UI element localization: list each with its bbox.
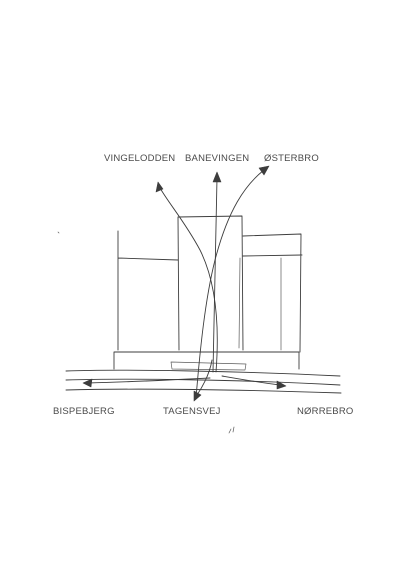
arrowhead-norrebro — [276, 380, 287, 390]
road-edge-top — [65, 369, 341, 377]
label-tagensvej: TAGENSVEJ — [163, 406, 221, 417]
building-massing — [113, 215, 303, 371]
arrowhead-bispebjerg — [82, 378, 93, 388]
arrowhead-vingelodden — [155, 181, 164, 193]
label-bispebjerg: BISPEBJERG — [53, 406, 115, 417]
building-podium — [113, 351, 300, 370]
arrow-path-norrebro — [221, 375, 281, 386]
label-osterbro: ØSTERBRO — [264, 153, 319, 164]
arrow-path-bispebjerg — [87, 377, 211, 384]
arrowhead-tagensvej — [193, 390, 202, 402]
road-tagensvej — [65, 369, 342, 394]
front-platform — [170, 361, 247, 371]
road-edge-middle — [65, 378, 341, 386]
building-left-block — [117, 230, 179, 351]
arrow-path-tagensvej — [196, 359, 213, 396]
arrowhead-banevingen — [212, 171, 222, 183]
stray-dot — [57, 231, 60, 234]
road-edge-bottom — [65, 388, 342, 394]
arrow-path-vingelodden — [159, 187, 218, 373]
building-inner-line-left — [238, 257, 241, 349]
movement-arrows — [82, 165, 287, 402]
label-banevingen: BANEVINGEN — [185, 153, 249, 164]
label-vingelodden: VINGELODDEN — [104, 153, 175, 164]
arrow-path-banevingen — [212, 177, 218, 373]
building-central-tower — [177, 215, 244, 351]
label-norrebro: NØRREBRO — [297, 406, 354, 417]
building-right-block — [242, 233, 303, 353]
arrow-path-osterbro — [195, 169, 265, 399]
arrowhead-osterbro — [258, 165, 270, 176]
stray-mark — [228, 426, 235, 434]
